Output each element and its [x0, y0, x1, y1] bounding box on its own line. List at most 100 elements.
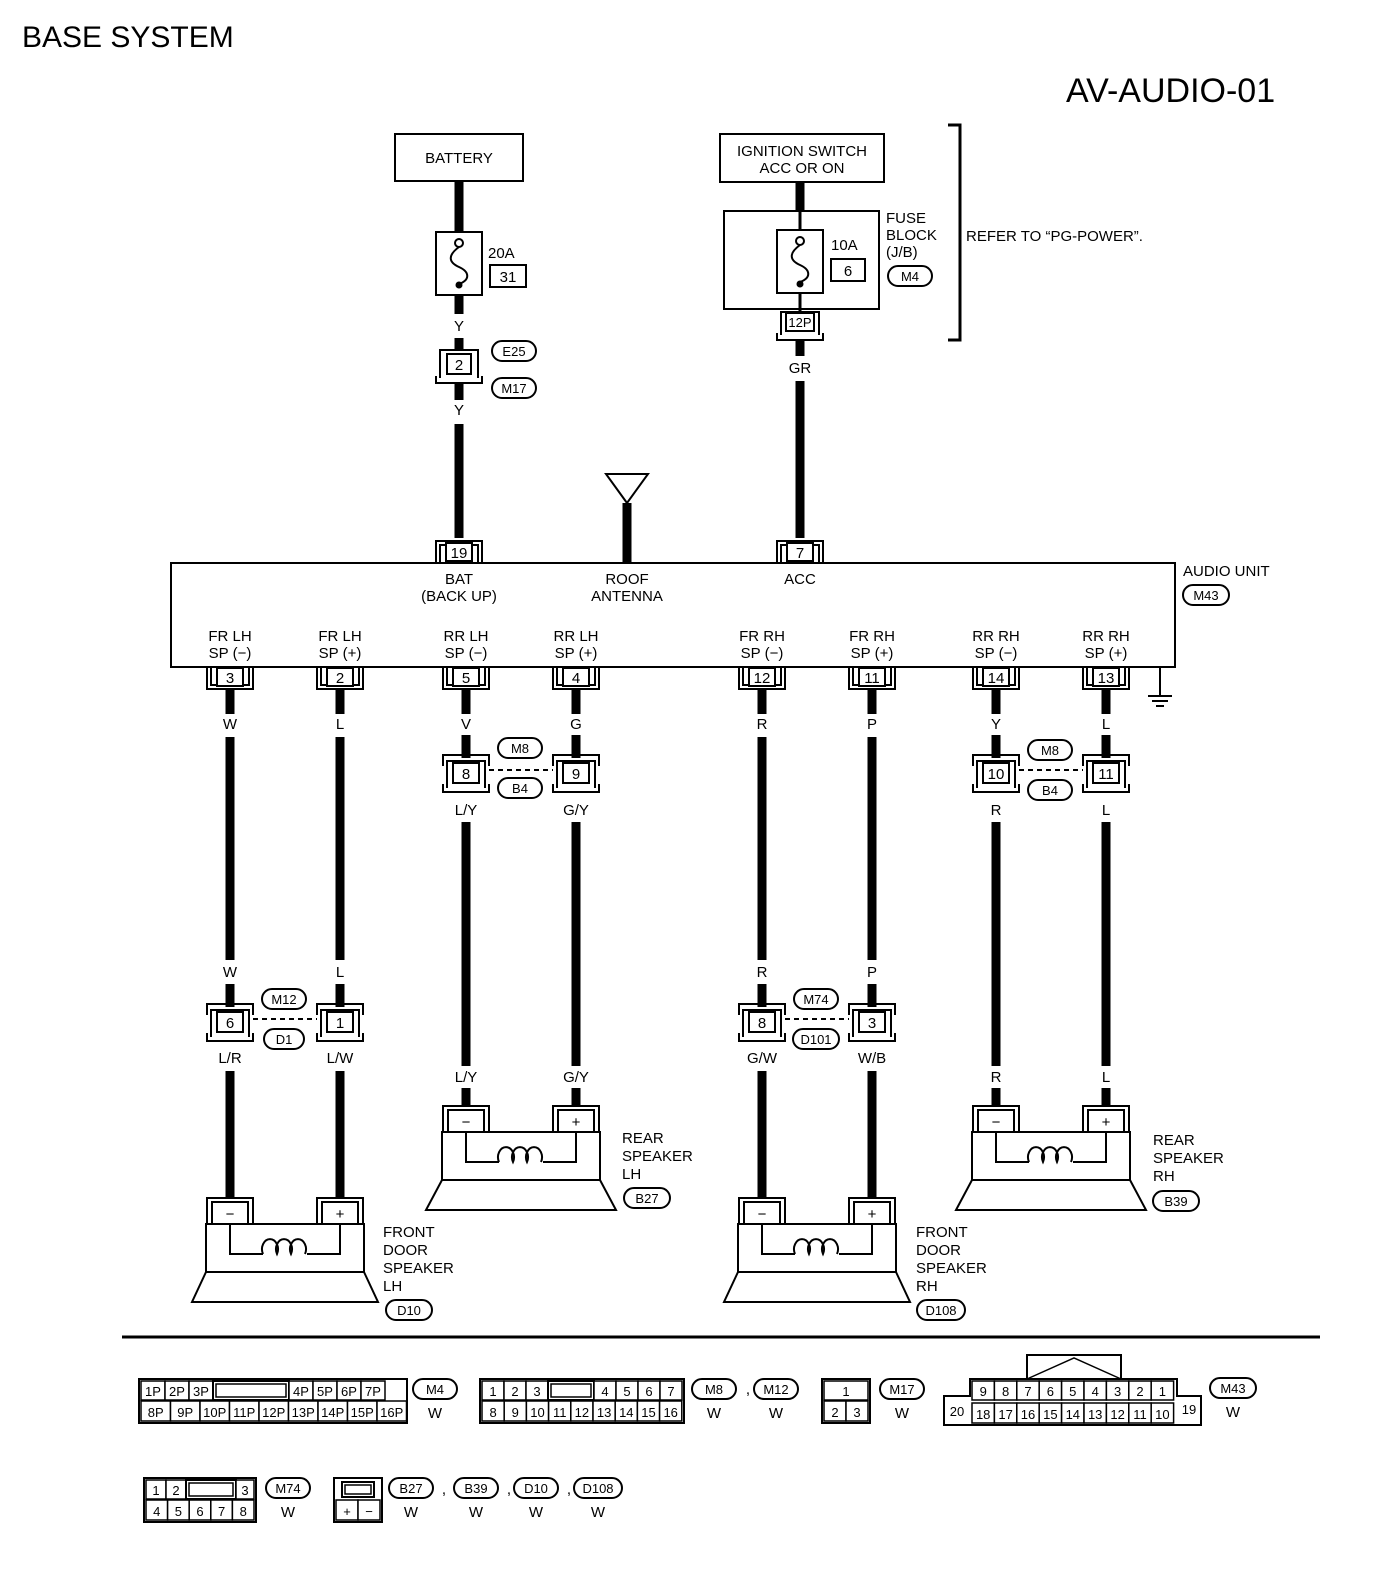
spk-face-color-2: W [529, 1504, 544, 1521]
joint-fr-rh-pin-8: 8 [758, 1015, 766, 1032]
fuse-block-label-2: BLOCK [886, 227, 937, 244]
m74-top-0: 1 [152, 1483, 159, 1498]
audio-pin-polarity-4: SP (+) [555, 645, 598, 662]
m4-topb-0: 4P [293, 1384, 309, 1399]
m4-top-1: 2P [169, 1384, 185, 1399]
m43-bot-4: 14 [1066, 1407, 1080, 1422]
m43-bot-7: 11 [1133, 1407, 1147, 1422]
rear-speaker-rh-plus-terminal: + [1102, 1114, 1111, 1131]
fuse-block-label-1: FUSE [886, 210, 926, 227]
ignition-label-1: IGNITION SWITCH [737, 143, 867, 160]
spk-face-badge-0 [388, 1477, 434, 1499]
m74-bot-4: 8 [240, 1504, 247, 1519]
m8-topb-3: 7 [667, 1384, 674, 1399]
wire-color-ly-2: L/Y [455, 1069, 478, 1086]
wire-color-l-rr: L [1102, 802, 1110, 819]
joint-fr-rh-pin-3: 3 [868, 1015, 876, 1032]
m8-face-badge [691, 1378, 737, 1400]
connector-m8-badge-a-text: M8 [511, 741, 529, 756]
audio-pin-label-11: FR RH [849, 628, 895, 645]
m4-bot-1: 9P [177, 1405, 193, 1420]
spk-face-badge-3-text: D108 [582, 1481, 613, 1496]
ignition-branch: IGNITION SWITCH ACC OR ON 10A 6 FUSE BLO… [719, 123, 1143, 538]
m8-bot-1: 9 [512, 1405, 519, 1420]
connector-m43-badge [1182, 584, 1230, 606]
front-rh-label-3: SPEAKER [916, 1260, 987, 1277]
document-id: AV-AUDIO-01 [1066, 72, 1275, 110]
connector-face-speaker-outline [333, 1477, 383, 1523]
audio-pin-polarity-3: SP (−) [209, 645, 252, 662]
audio-pin-14: 14 [988, 670, 1005, 687]
front-door-speaker-lh: −+ [190, 1197, 380, 1303]
connector-m74-badge [793, 988, 839, 1010]
roof-label-1: ROOF [605, 571, 648, 588]
m43-top-1: 8 [1002, 1384, 1009, 1399]
fuse-block-label-3: (J/B) [886, 244, 918, 261]
m17-top-0: 1 [842, 1384, 849, 1399]
m8-bot-5: 13 [597, 1405, 611, 1420]
audio-pin-polarity-14: SP (−) [975, 645, 1018, 662]
roof-label-2: ANTENNA [591, 588, 663, 605]
rear-lh-label-2: SPEAKER [622, 1148, 693, 1165]
connector-m4-badge [887, 265, 933, 287]
battery-label: BATTERY [425, 150, 493, 167]
wire-color-r-rr-2: R [991, 1069, 1002, 1086]
m43-bot-8: 10 [1155, 1407, 1169, 1422]
spk-face-badge-1-text: B39 [464, 1481, 487, 1496]
m43-top-5: 4 [1092, 1384, 1099, 1399]
audio-pin-polarity-5: SP (−) [445, 645, 488, 662]
m43-face-badge [1209, 1377, 1257, 1399]
m74-face-color: W [281, 1504, 296, 1521]
connector-d101-badge [792, 1028, 840, 1050]
spk-bot-0: + [343, 1504, 351, 1519]
m4-bot-2: 10P [203, 1405, 226, 1420]
wire-color-5: V [461, 716, 471, 733]
m17-bot-1: 3 [853, 1405, 860, 1420]
wire-color-y-2: Y [454, 402, 464, 419]
connector-m17-badge [491, 377, 537, 399]
wire-color-p-2: P [867, 964, 877, 981]
m74-bot-3: 7 [218, 1504, 225, 1519]
spk-face-badge-1 [453, 1477, 499, 1499]
audio-pin-label-12: FR RH [739, 628, 785, 645]
connector-b4-badge-b-text: B4 [1042, 783, 1058, 798]
m43-top-0: 9 [980, 1384, 987, 1399]
m8-top-2: 3 [533, 1384, 540, 1399]
wire-color-3: W [223, 716, 238, 733]
spk-face-color-0: W [404, 1504, 419, 1521]
m74-bot-0: 4 [153, 1504, 160, 1519]
m12-face-badge [753, 1378, 799, 1400]
m4-topb-1: 5P [317, 1384, 333, 1399]
audio-pin-label-5: RR LH [443, 628, 488, 645]
wire-color-14: Y [991, 716, 1001, 733]
front-lh-label-4: LH [383, 1278, 402, 1295]
connector-m74-badge-text: M74 [803, 992, 828, 1007]
connector-b4-badge-a-text: B4 [512, 781, 528, 796]
connector-m12-badge [261, 988, 307, 1010]
m17-face-color: W [895, 1405, 910, 1422]
wire-color-gy-1: G/Y [563, 802, 589, 819]
spk-face-color-1: W [469, 1504, 484, 1521]
front-door-speaker-lh-plus-terminal: + [336, 1206, 345, 1223]
audio-pin-12: 12 [754, 670, 771, 687]
connector-b39-badge-text: B39 [1164, 1194, 1187, 1209]
m43-top-4: 5 [1069, 1384, 1076, 1399]
m4-topb-2: 6P [341, 1384, 357, 1399]
rear-speaker-lh: −+ [424, 1105, 618, 1211]
spk-face-sep-1: , [507, 1481, 511, 1498]
m8-face-color: W [707, 1405, 722, 1422]
m74-top-1: 2 [172, 1483, 179, 1498]
connector-face-m74-outline [143, 1477, 257, 1523]
audio-pin-label-13: RR RH [1082, 628, 1130, 645]
m43-bot-2: 16 [1021, 1407, 1035, 1422]
wire-color-l-2: L [336, 964, 344, 981]
audio-pin-polarity-2: SP (+) [319, 645, 362, 662]
m4-topb-3: 7P [365, 1384, 381, 1399]
audio-pin-label-2: FR LH [318, 628, 361, 645]
m8-top-1: 2 [511, 1384, 518, 1399]
section-title: BASE SYSTEM [22, 21, 234, 54]
spk-face-badge-0-text: B27 [399, 1481, 422, 1496]
